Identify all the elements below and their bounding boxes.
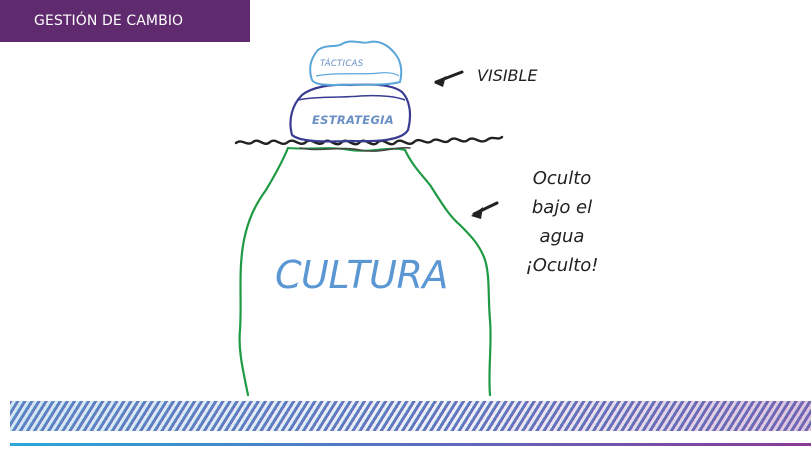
waterline	[234, 135, 504, 146]
hidden-label: Oculto bajo el agua ¡Oculto!	[512, 164, 612, 280]
cultura-shape	[238, 146, 492, 397]
visible-label: VISIBLE	[477, 66, 538, 85]
visible-arrow-icon	[434, 70, 464, 87]
hidden-label-line: ¡Oculto!	[525, 255, 599, 276]
hidden-label-line: Oculto	[532, 168, 592, 189]
estrategia-inner-line	[297, 94, 406, 101]
waterline-shadow	[299, 146, 411, 152]
hidden-arrow-icon	[471, 201, 499, 219]
hidden-label-line: agua	[539, 226, 585, 247]
estrategia-shape	[289, 83, 412, 143]
footer-divider	[10, 443, 811, 446]
tacticas-label: TÁCTICAS	[320, 59, 364, 69]
tacticas-shape	[309, 40, 403, 86]
hidden-label-line: bajo el	[531, 197, 593, 218]
cultura-label: CULTURA	[275, 253, 448, 297]
estrategia-label: ESTRATEGIA	[312, 113, 394, 127]
section-title: GESTIÓN DE CAMBIO	[0, 0, 250, 42]
decorative-stripe-band	[10, 401, 811, 431]
tacticas-inner-line	[315, 72, 400, 77]
